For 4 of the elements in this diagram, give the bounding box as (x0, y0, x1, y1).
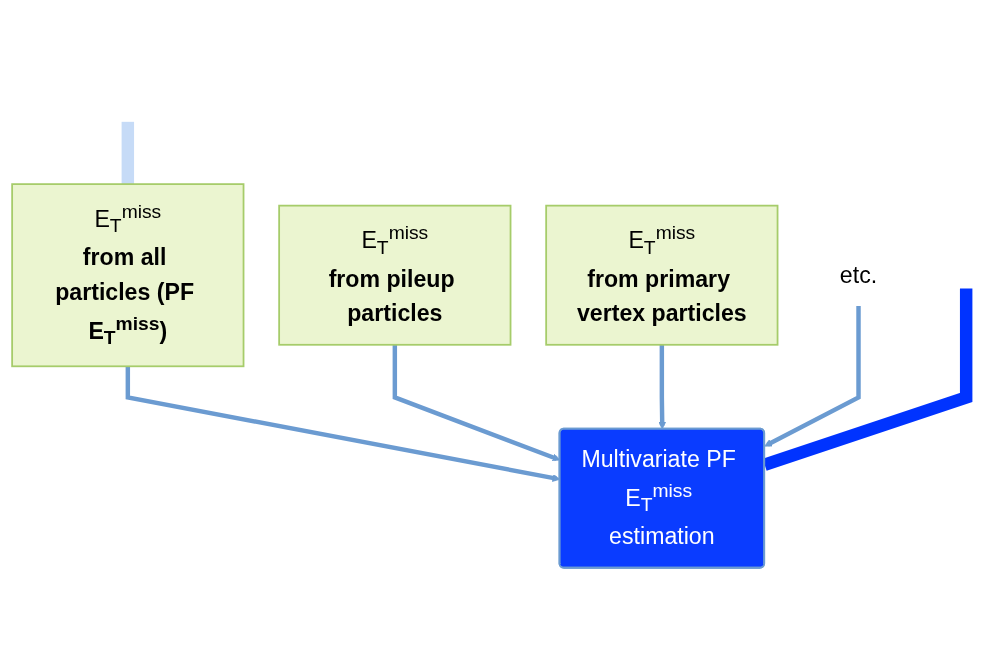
connector (121, 121, 135, 185)
node-text: etc. (839, 261, 878, 289)
arrow (658, 344, 667, 430)
arrow (764, 306, 861, 447)
